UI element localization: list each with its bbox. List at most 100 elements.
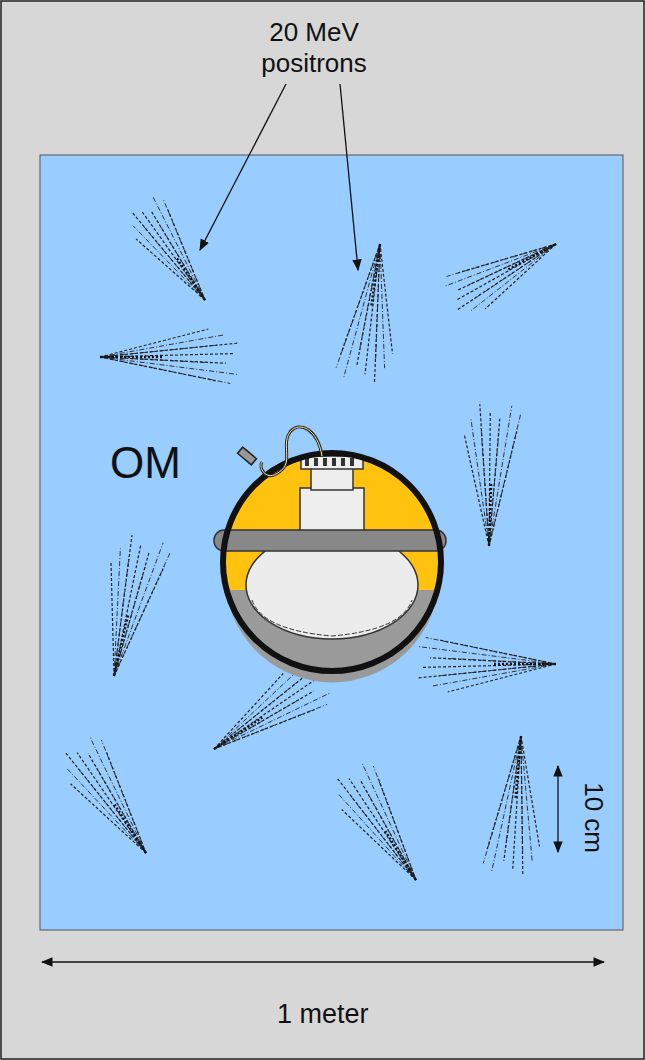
shower-track — [373, 766, 416, 880]
shower-core — [386, 831, 417, 880]
shower-core — [493, 663, 556, 665]
shower-track — [111, 562, 114, 676]
shower-track — [100, 343, 239, 357]
shower-track — [100, 357, 239, 375]
shower-track — [114, 556, 129, 676]
water-volume — [40, 155, 623, 930]
shower-track — [100, 357, 226, 363]
dimension-line — [557, 766, 558, 852]
shower-core — [489, 482, 491, 546]
shower-core — [371, 244, 380, 306]
shower-track — [489, 406, 512, 546]
shower-track — [485, 244, 556, 309]
shower-track — [339, 795, 416, 881]
module-label: OM — [110, 437, 182, 490]
shower-track — [471, 420, 489, 547]
shower-track — [133, 226, 205, 300]
dimension-label: 10 cm — [577, 782, 608, 854]
shower-track — [114, 553, 149, 676]
shower-track — [214, 691, 314, 749]
shower-track — [491, 736, 521, 873]
positron-showers — [66, 197, 556, 880]
shower-track — [101, 740, 146, 853]
shower-track — [214, 693, 329, 749]
pointer-arrow — [340, 84, 358, 270]
shower-track — [417, 664, 556, 678]
shower-track — [471, 244, 556, 301]
shower-track — [100, 354, 233, 357]
shower-track — [447, 244, 556, 276]
shower-track — [430, 658, 556, 664]
dimension-label: 1 meter — [276, 998, 369, 1030]
shower-track — [136, 239, 205, 300]
shower-track — [214, 669, 314, 749]
shower-track — [357, 244, 380, 366]
shower-track — [417, 646, 556, 664]
shower-track — [71, 784, 147, 853]
shower-track — [521, 736, 523, 876]
shower-track — [481, 426, 489, 546]
shower-core — [214, 718, 262, 749]
shower-core — [176, 257, 205, 300]
shower-track — [342, 810, 416, 881]
shower-track — [114, 543, 163, 676]
shower-track — [380, 244, 385, 368]
shower-track — [489, 411, 490, 546]
shower-track — [100, 329, 208, 357]
shower-track — [151, 211, 205, 300]
shower-track — [67, 769, 146, 853]
shower-core — [508, 244, 556, 269]
shower-track — [336, 244, 380, 368]
shower-core — [100, 356, 163, 358]
shower-track — [456, 244, 556, 311]
shower-track — [214, 680, 314, 749]
shower-track — [114, 535, 132, 676]
shower-track — [438, 664, 556, 676]
shower-track — [214, 704, 327, 749]
shower-track — [100, 345, 218, 357]
shower-track — [114, 548, 120, 676]
shower-track — [78, 768, 146, 853]
shower-track — [77, 753, 146, 853]
optical-module — [214, 427, 446, 682]
shower-track — [521, 736, 540, 847]
shower-track — [362, 764, 416, 880]
shower-track — [114, 544, 141, 676]
shower-track — [344, 244, 380, 377]
shower-track — [504, 736, 521, 861]
shower-track — [338, 779, 416, 880]
shower-track — [153, 197, 205, 300]
shower-track — [66, 753, 146, 853]
shower-track — [458, 244, 556, 290]
shower-track — [214, 681, 299, 749]
shower-track — [426, 638, 556, 665]
shower-track — [349, 779, 416, 881]
shower-track — [457, 244, 556, 300]
shower-track — [142, 225, 205, 300]
shower-track — [480, 404, 489, 546]
shower-track — [214, 674, 283, 750]
shower-track — [444, 244, 556, 287]
shower-track — [88, 753, 146, 853]
pointer-arrow — [200, 84, 286, 250]
shower-track — [114, 553, 170, 676]
shower-core — [516, 736, 522, 799]
shower-track — [471, 244, 556, 311]
shower-track — [423, 664, 556, 667]
shower-track — [100, 357, 230, 384]
shower-track — [489, 415, 521, 546]
dimension-line — [42, 961, 604, 962]
shower-track — [521, 736, 523, 855]
shower-track — [90, 738, 146, 853]
shower-core — [114, 614, 128, 676]
shower-core — [115, 805, 146, 853]
shower-track — [489, 419, 500, 546]
shower-track — [163, 199, 205, 300]
shower-track — [132, 212, 206, 301]
shower-track — [448, 664, 556, 692]
shower-track — [214, 670, 298, 749]
particle-label: 20 MeV positrons — [219, 17, 409, 79]
